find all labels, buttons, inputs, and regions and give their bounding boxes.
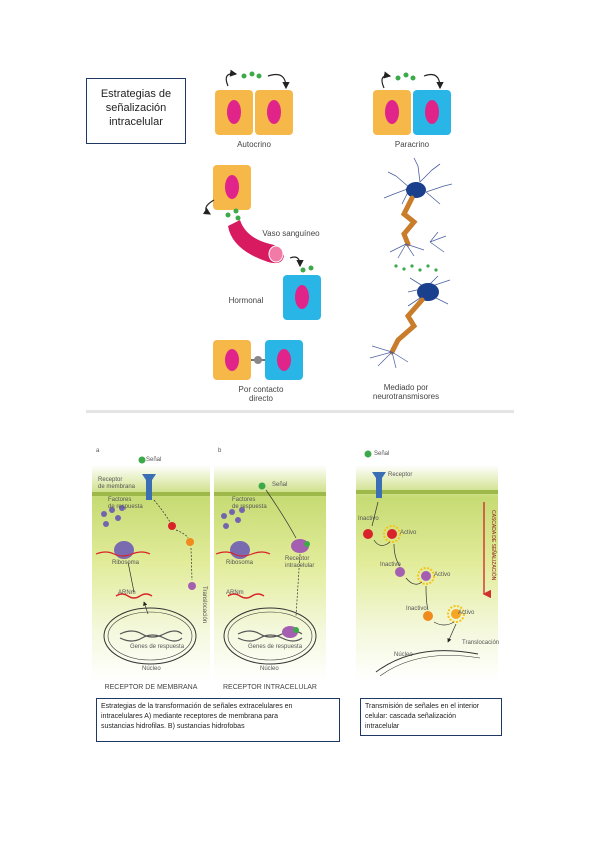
contact-junction xyxy=(254,356,262,364)
neuron-body-top xyxy=(406,182,426,198)
label-contact-line-2: directo xyxy=(248,394,273,403)
panel-c-inactive-3: Inactivo xyxy=(406,606,427,612)
axon-bottom xyxy=(389,297,425,355)
panel-b-signal: Señal xyxy=(272,482,288,488)
section-divider xyxy=(86,410,514,413)
panel-b-nucleus: Núcleo xyxy=(260,666,279,672)
panel-b-ribosome: Ribosoma xyxy=(226,560,254,566)
active-protein-1 xyxy=(383,525,401,543)
nucleus xyxy=(295,285,309,309)
panel-c-diagram xyxy=(356,450,498,677)
caption-left: Estrategias de la transformación de seña… xyxy=(96,698,340,742)
hormonal-diagram xyxy=(203,165,321,320)
autocrine-diagram xyxy=(215,69,293,135)
axon-top xyxy=(400,195,418,247)
arrow xyxy=(423,73,444,90)
mrna xyxy=(227,593,265,599)
panel-c-inactive-1: Inactivo xyxy=(358,516,379,522)
panel-b-genes: Genes de respuesta xyxy=(248,644,303,650)
panel-b-footer: RECEPTOR INTRACELULAR xyxy=(222,684,317,691)
panel-a-ribosome: Ribosoma xyxy=(112,560,140,566)
panel-c-active-3: Activo xyxy=(458,610,475,616)
label-neuro: Mediado por neurotransmisores xyxy=(364,383,448,401)
caption-right-line-2: celular: cascada señalización xyxy=(365,713,457,720)
label-autocrine: Autocrino xyxy=(237,140,271,149)
panel-c-nucleus: Núcleo xyxy=(394,652,413,658)
panel-a-diagram xyxy=(92,456,210,665)
contact-diagram xyxy=(213,340,303,380)
panel-a-receptor: Receptor de membrana xyxy=(98,477,136,490)
signaling-strategies-diagram xyxy=(203,69,453,380)
membrane-receptor xyxy=(376,476,382,498)
panel-a-factors: Factores de respuesta xyxy=(108,497,143,510)
inactive-protein-1 xyxy=(363,529,373,539)
label-vessel: Vaso sanguíneo xyxy=(262,229,320,238)
title-line-3: intracelular xyxy=(109,116,163,128)
panel-b-diagram xyxy=(214,482,326,665)
membrane-receptor xyxy=(146,478,152,500)
nucleus xyxy=(425,100,439,124)
panel-c-translocation: Translocación xyxy=(462,640,500,646)
caption-left-line-1: Estrategias de la transformación de seña… xyxy=(101,703,293,710)
arrow xyxy=(267,73,290,90)
label-neuro-line-2: neurotransmisores xyxy=(372,392,440,401)
caption-right: Transmisión de señales en el interior ce… xyxy=(360,698,502,736)
panel-c-active-1: Activo xyxy=(400,530,417,536)
panel-a-mrna: ARNm xyxy=(118,590,136,596)
active-protein-2 xyxy=(417,567,435,585)
panel-b-background xyxy=(214,446,326,682)
panel-b-mrna: ARNm xyxy=(226,590,244,596)
caption-right-line-3: intracelular xyxy=(365,723,400,730)
label-neuro-line-1: Mediado por xyxy=(383,383,429,392)
paracrine-diagram xyxy=(373,71,451,135)
panel-b-receptor: Receptor intracelular xyxy=(285,556,315,569)
nucleus xyxy=(227,100,241,124)
nucleus xyxy=(225,349,239,371)
panel-c-inactive-2: Inactivo xyxy=(380,562,401,568)
panel-c-signal: Señal xyxy=(374,451,390,457)
signal-molecule xyxy=(258,482,266,490)
panel-a-footer: RECEPTOR DE MEMBRANA xyxy=(104,684,198,691)
nucleus-envelope xyxy=(103,607,197,665)
panel-a-genes: Genes de respuesta xyxy=(130,644,185,650)
title-line-1: Estrategias de xyxy=(100,88,172,100)
label-hormonal: Hormonal xyxy=(228,296,264,305)
arrow xyxy=(225,69,238,87)
neuron-body-bottom xyxy=(417,283,439,301)
title-box: Estrategias de señalización intracelular xyxy=(86,78,186,144)
title-line-2: señalización xyxy=(105,102,167,114)
label-contact: Por contacto directo xyxy=(226,385,296,403)
panel-a-signal: Señal xyxy=(146,457,162,463)
nucleus-envelope xyxy=(223,607,317,665)
panel-a-letter: a xyxy=(96,448,100,454)
caption-right-line-1: Transmisión de señales en el interior xyxy=(365,703,480,710)
nucleus-envelope xyxy=(375,650,479,673)
panel-b-factors: Factores de respuesta xyxy=(232,497,267,510)
membrane xyxy=(214,492,326,496)
nucleus xyxy=(385,100,399,124)
panel-a-nucleus: Núcleo xyxy=(142,666,161,672)
nucleus xyxy=(225,175,239,199)
neurotransmitter-diagram xyxy=(369,157,453,369)
signal-molecule xyxy=(138,456,146,464)
caption-left-line-2: intracelulares A) mediante receptores de… xyxy=(101,713,279,720)
label-contact-line-1: Por contacto xyxy=(238,385,284,394)
signal-molecule xyxy=(364,450,372,458)
panel-a-translocation: Translocación xyxy=(201,586,207,624)
panel-b-letter: b xyxy=(218,448,222,454)
nucleus xyxy=(267,100,281,124)
panel-c-active-2: Activo xyxy=(434,572,451,578)
label-paracrine: Paracrino xyxy=(394,140,430,149)
active-protein-3 xyxy=(447,605,465,623)
panel-c-cascade-label: CASCADA DE SEÑALIZACIÓN xyxy=(490,510,496,581)
arrow xyxy=(381,71,392,89)
panel-c-receptor: Receptor xyxy=(388,472,413,478)
membrane xyxy=(356,490,498,494)
nucleus xyxy=(277,349,291,371)
caption-left-line-3: sustancias hidrofilas. B) sustancias hid… xyxy=(101,723,245,730)
mrna xyxy=(115,593,153,599)
